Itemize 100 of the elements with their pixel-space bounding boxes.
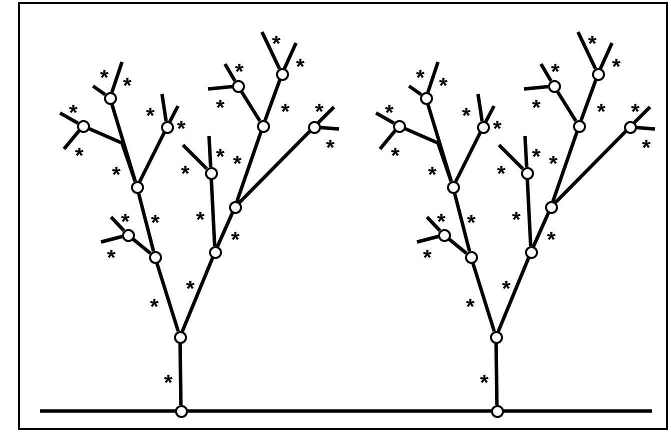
branch-line xyxy=(180,256,214,332)
asterisk-label: * xyxy=(315,101,324,123)
asterisk-label: * xyxy=(428,164,437,186)
branch-line xyxy=(110,216,126,232)
branch-line xyxy=(210,178,216,246)
branch-line xyxy=(92,84,106,96)
branch-line xyxy=(207,136,212,168)
asterisk-label: * xyxy=(642,137,651,159)
branch-line xyxy=(240,90,262,122)
asterisk-label: * xyxy=(186,278,195,300)
asterisk-label: * xyxy=(69,102,78,124)
asterisk-label: * xyxy=(551,61,560,83)
asterisk-label: * xyxy=(146,105,155,127)
asterisk-label: * xyxy=(497,163,506,185)
branch-line xyxy=(378,130,397,150)
asterisk-label: * xyxy=(416,67,425,89)
asterisk-label: * xyxy=(196,209,205,231)
branch-line xyxy=(532,212,550,248)
branch-line xyxy=(579,79,598,121)
branch-line xyxy=(320,126,340,131)
branch-line xyxy=(636,126,656,131)
asterisk-label: * xyxy=(181,163,190,185)
branch-line xyxy=(100,234,123,244)
asterisk-label: * xyxy=(326,137,335,159)
branch-line xyxy=(375,111,395,125)
asterisk-label: * xyxy=(532,97,541,119)
asterisk-label: * xyxy=(467,212,476,234)
asterisk-label: * xyxy=(631,101,640,123)
branch-line xyxy=(110,61,124,93)
asterisk-label: * xyxy=(123,75,132,97)
branch-line xyxy=(138,132,166,182)
branch-line xyxy=(160,94,168,122)
branch-line xyxy=(404,126,453,182)
asterisk-label: * xyxy=(164,372,173,394)
branch-line xyxy=(88,126,137,182)
asterisk-label: * xyxy=(466,296,475,318)
branch-line xyxy=(136,192,156,252)
asterisk-label: * xyxy=(437,211,446,233)
branch-line xyxy=(556,90,578,122)
branch-line xyxy=(182,144,208,170)
branch-line xyxy=(224,63,236,82)
asterisk-label: * xyxy=(480,372,489,394)
branch-line xyxy=(208,84,232,91)
branch-line xyxy=(551,131,579,202)
branch-line xyxy=(110,103,137,182)
branch-line xyxy=(452,192,472,252)
branch-line xyxy=(155,262,180,332)
branch-line xyxy=(448,237,468,255)
asterisk-label: * xyxy=(231,229,240,251)
branch-line xyxy=(524,84,548,91)
branch-line xyxy=(498,144,524,170)
asterisk-label: * xyxy=(75,145,84,167)
asterisk-label: * xyxy=(121,211,130,233)
asterisk-label: * xyxy=(281,101,290,123)
asterisk-label: * xyxy=(216,146,225,168)
branch-line xyxy=(554,130,628,204)
branch-line xyxy=(408,84,422,96)
asterisk-label: * xyxy=(512,209,521,231)
asterisk-label: * xyxy=(462,105,471,127)
asterisk-label: * xyxy=(235,61,244,83)
branch-line xyxy=(263,79,282,121)
asterisk-label: * xyxy=(493,118,502,140)
branch-line xyxy=(62,130,81,150)
branch-line xyxy=(471,262,496,332)
branch-line xyxy=(633,106,652,124)
branch-line xyxy=(576,31,597,70)
branch-line xyxy=(484,105,496,122)
asterisk-label: * xyxy=(423,247,432,269)
branch-line xyxy=(523,136,528,168)
branch-line xyxy=(317,106,336,124)
asterisk-label: * xyxy=(216,97,225,119)
branch-line xyxy=(426,61,440,93)
branch-line xyxy=(235,131,263,202)
branch-line xyxy=(494,342,499,406)
branch-line xyxy=(540,63,552,82)
asterisk-label: * xyxy=(107,247,116,269)
branch-line xyxy=(496,256,530,332)
asterisk-label: * xyxy=(532,146,541,168)
branch-line xyxy=(238,130,312,204)
asterisk-label: * xyxy=(385,102,394,124)
asterisk-label: * xyxy=(151,212,160,234)
branch-line xyxy=(454,132,482,182)
branch-line xyxy=(426,216,442,232)
branch-line xyxy=(260,31,281,70)
branch-line xyxy=(59,111,79,125)
branch-line xyxy=(598,42,614,70)
asterisk-label: * xyxy=(439,75,448,97)
asterisk-label: * xyxy=(588,33,597,55)
branch-line xyxy=(168,105,180,122)
branch-line xyxy=(426,103,453,182)
asterisk-label: * xyxy=(112,164,121,186)
branch-line xyxy=(132,237,152,255)
branch-line xyxy=(526,178,532,246)
asterisk-label: * xyxy=(177,118,186,140)
branch-line xyxy=(416,234,439,244)
branch-line xyxy=(476,94,484,122)
branch-line xyxy=(178,342,183,406)
asterisk-label: * xyxy=(549,153,558,175)
asterisk-label: * xyxy=(233,153,242,175)
asterisk-label: * xyxy=(150,296,159,318)
